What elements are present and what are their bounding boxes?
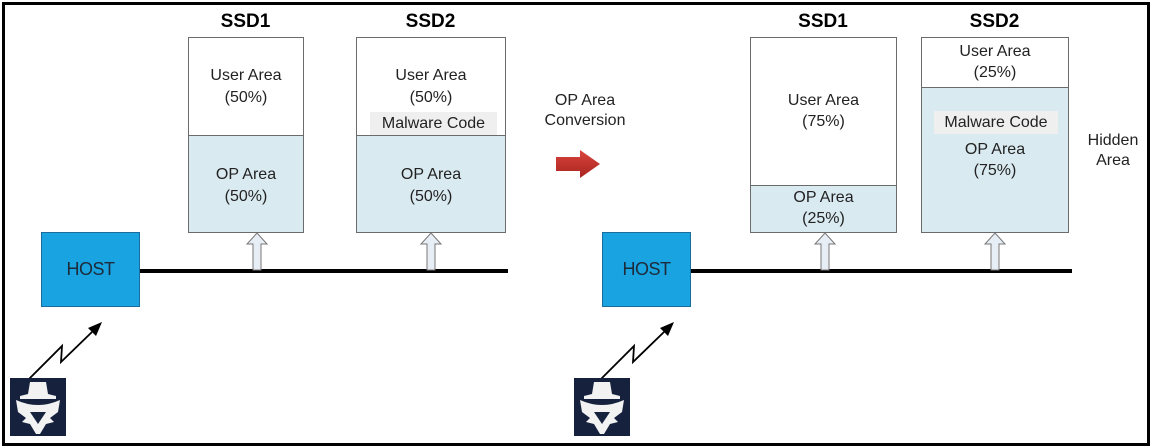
- before-ssd1-op-label: OP Area: [215, 166, 277, 183]
- after-ssd2-op-area: OP Area (75%): [922, 87, 1068, 232]
- conversion-arrow-icon: [556, 150, 600, 178]
- hidden-area-label-line1: Hidden: [1087, 132, 1139, 149]
- before-ssd2-op-label: OP Area: [400, 166, 462, 183]
- after-ssd2-title: SSD2: [969, 11, 1020, 32]
- after-ssd1-user-pct: (75%): [802, 113, 845, 130]
- before-hacker-icon: [10, 378, 66, 436]
- after-ssd1: User Area (75%) OP Area (25%): [750, 37, 897, 233]
- after-ssd2: User Area (25%) OP Area (75%) Malware Co…: [921, 37, 1069, 233]
- after-ssd2-op-label: OP Area: [964, 141, 1026, 158]
- before-ssd2-user-pct: (50%): [409, 89, 453, 106]
- before-ssd1-op-pct: (50%): [224, 188, 268, 205]
- before-ssd2-connector-arrow-icon: [419, 232, 443, 271]
- after-ssd1-connector-arrow-icon: [813, 232, 837, 271]
- before-bus-line: [140, 269, 508, 273]
- after-ssd2-op-pct: (75%): [973, 162, 1017, 179]
- transition-label-line1: OP Area: [554, 92, 616, 109]
- before-ssd2-op-area: OP Area (50%): [357, 135, 505, 232]
- before-ssd2: User Area (50%) Malware Code OP Area (50…: [356, 37, 506, 233]
- hidden-area-label-line2: Area: [1096, 152, 1130, 169]
- after-hacker-icon: [574, 378, 630, 436]
- before-host-box: HOST: [41, 232, 140, 307]
- before-ssd1-title: SSD1: [220, 11, 271, 32]
- before-ssd1-user-label: User Area: [210, 67, 282, 84]
- after-ssd1-op-area: OP Area (25%): [751, 185, 896, 232]
- after-bus-line: [691, 269, 1072, 273]
- after-ssd1-title: SSD1: [798, 11, 848, 32]
- before-ssd2-title: SSD2: [405, 11, 456, 32]
- after-attack-lightning-icon: [599, 322, 674, 381]
- after-ssd1-user-area: User Area (75%): [751, 38, 896, 185]
- after-malware-code: Malware Code: [934, 111, 1058, 134]
- before-ssd1-user-pct: (50%): [224, 89, 268, 106]
- before-malware-code: Malware Code: [370, 112, 497, 135]
- after-ssd2-user-pct: (25%): [973, 64, 1017, 81]
- before-ssd2-op-pct: (50%): [409, 188, 453, 205]
- transition-label-line2: Conversion: [544, 112, 626, 129]
- before-attack-lightning-icon: [27, 322, 102, 381]
- before-ssd1: User Area (50%) OP Area (50%): [188, 37, 304, 233]
- before-ssd2-user-area: User Area (50%): [357, 38, 505, 135]
- before-ssd1-op-area: OP Area (50%): [189, 135, 303, 232]
- after-ssd2-user-label: User Area: [959, 43, 1031, 60]
- after-host-box: HOST: [602, 232, 691, 307]
- before-ssd2-user-label: User Area: [395, 67, 467, 84]
- after-ssd2-user-area: User Area (25%): [922, 38, 1068, 87]
- after-ssd1-op-pct: (25%): [802, 210, 845, 227]
- after-ssd1-op-label: OP Area: [793, 189, 854, 206]
- before-ssd1-connector-arrow-icon: [245, 232, 269, 271]
- after-ssd1-user-label: User Area: [787, 92, 860, 109]
- before-ssd1-user-area: User Area (50%): [189, 38, 303, 135]
- after-ssd2-connector-arrow-icon: [983, 232, 1007, 271]
